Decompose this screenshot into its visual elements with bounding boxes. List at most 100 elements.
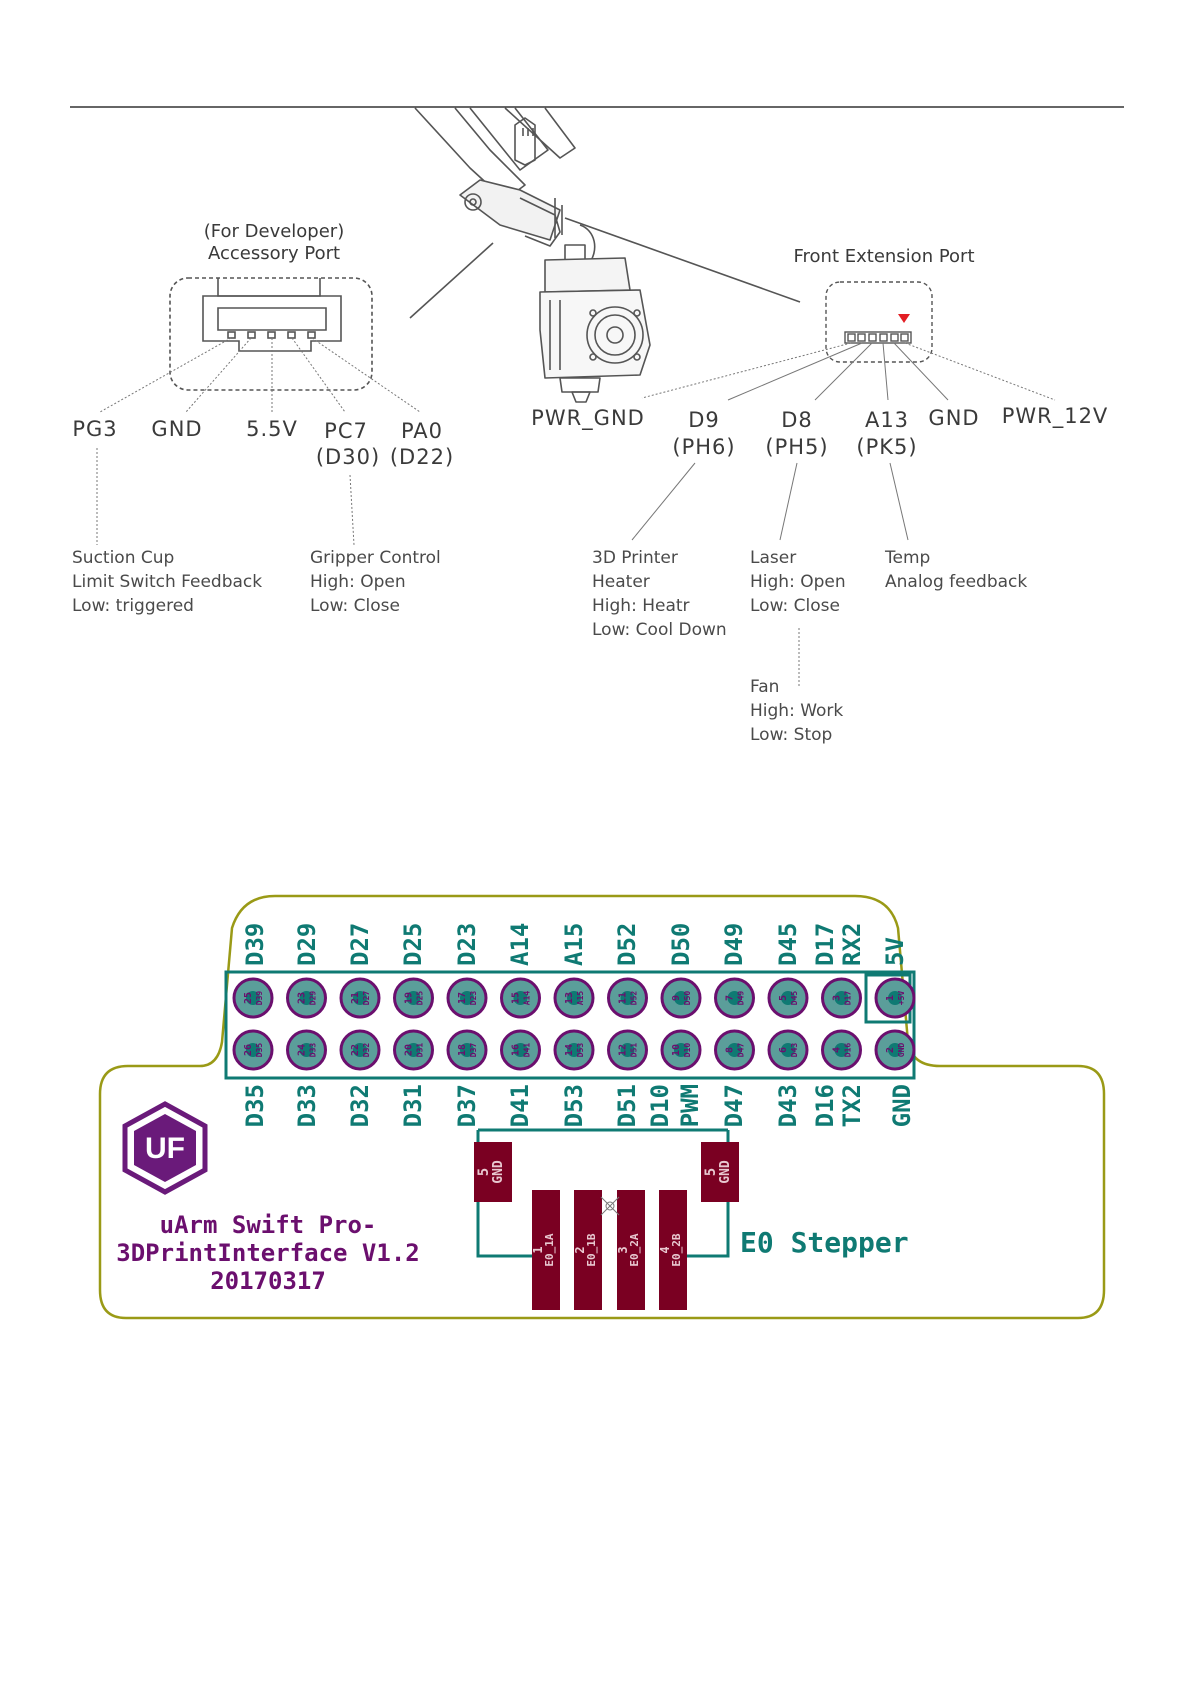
pad-number: 21 xyxy=(350,992,361,1004)
top-label: D29 xyxy=(293,923,321,966)
accessory-leader-lines xyxy=(96,337,421,546)
pad-number: 18 xyxy=(457,1044,468,1056)
pad-number: 10 xyxy=(671,1044,682,1056)
pad-signal: D35 xyxy=(255,1043,264,1058)
pad-number: 24 xyxy=(297,1044,308,1056)
top-label: D25 xyxy=(399,923,427,966)
bottom-label: D10 xyxy=(646,1084,674,1127)
pad-number: 14 xyxy=(564,1044,575,1056)
board-title-line2: 3DPrintInterface V1.2 xyxy=(116,1239,419,1267)
pad-signal: D27 xyxy=(362,991,371,1006)
bottom-label: D16 xyxy=(811,1084,839,1127)
pad-signal: D53 xyxy=(576,1043,585,1058)
bottom-label: PWM xyxy=(676,1084,704,1127)
pad-signal: D16 xyxy=(844,1043,853,1058)
front-pin-pwr-12v: PWR_12V xyxy=(1002,404,1109,429)
front-pin-gnd: GND xyxy=(928,406,979,430)
front-pin-a13-sub: (PK5) xyxy=(856,435,917,459)
bottom-label: D41 xyxy=(506,1084,534,1127)
front-pin-d9: D9 xyxy=(688,408,720,432)
pad-number: 5 xyxy=(778,995,789,1001)
front-pin-d9-sub: (PH6) xyxy=(672,435,735,459)
svg-text:High: Heatr: High: Heatr xyxy=(592,596,690,616)
pad-signal: D31 xyxy=(416,1043,425,1058)
svg-text:Low: Close: Low: Close xyxy=(750,596,840,616)
stepper-pad: 3E0_2A xyxy=(616,1190,645,1310)
pad-signal: D32 xyxy=(362,1043,371,1058)
stepper-pad: 1E0_1A xyxy=(531,1190,560,1310)
pad-signal: GND xyxy=(718,1160,733,1184)
svg-text:Analog feedback: Analog feedback xyxy=(885,572,1027,592)
svg-text:UF: UF xyxy=(145,1132,185,1165)
top-label: D45 xyxy=(774,923,802,966)
pad-signal: D29 xyxy=(309,991,318,1006)
pad-number: 19 xyxy=(404,992,415,1004)
front-pin-a13: A13 xyxy=(865,408,909,432)
accessory-pin-5v5: 5.5V xyxy=(246,417,298,441)
accessory-title-line1: (For Developer) xyxy=(204,221,344,242)
pad-number: 15 xyxy=(511,992,522,1004)
top-label: D17 xyxy=(811,923,839,966)
pad-signal: D45 xyxy=(790,991,799,1006)
pad-number: 5 xyxy=(476,1168,492,1176)
pad-number: 4 xyxy=(832,1047,843,1053)
header-pad: 1+5V xyxy=(874,977,916,1019)
pad-signal: D47 xyxy=(737,1043,746,1058)
top-label: A15 xyxy=(560,923,588,966)
bottom-label: TX2 xyxy=(838,1084,866,1127)
svg-text:High: Open: High: Open xyxy=(750,572,846,592)
pad-signal: A14 xyxy=(523,991,532,1006)
top-label: D52 xyxy=(613,923,641,966)
pad-number: 12 xyxy=(618,1044,629,1056)
pad-signal: D33 xyxy=(309,1043,318,1058)
bottom-label: GND xyxy=(888,1084,916,1127)
accessory-pin-pg3: PG3 xyxy=(72,417,117,441)
pad-number: 13 xyxy=(564,992,575,1004)
pad-number: 2 xyxy=(573,1246,587,1253)
pad-signal: A15 xyxy=(576,991,585,1006)
pad-number: 7 xyxy=(725,995,736,1001)
pad-signal: D50 xyxy=(683,991,692,1006)
front-port-title: Front Extension Port xyxy=(793,246,974,267)
svg-text:Gripper Control: Gripper Control xyxy=(310,548,441,568)
pad-signal: D52 xyxy=(630,991,639,1006)
pad-number: 20 xyxy=(404,1044,415,1056)
board-date: 20170317 xyxy=(210,1267,326,1295)
pad-number: 26 xyxy=(243,1044,254,1056)
bottom-label: D53 xyxy=(560,1084,588,1127)
front-pin-d8: D8 xyxy=(781,408,813,432)
bottom-label: D37 xyxy=(453,1084,481,1127)
svg-text:High: Open: High: Open xyxy=(310,572,406,592)
bottom-label: D32 xyxy=(346,1084,374,1127)
front-pin-pwr-gnd: PWR_GND xyxy=(531,406,645,431)
svg-text:Low: Stop: Low: Stop xyxy=(750,725,832,745)
bottom-label: D47 xyxy=(720,1084,748,1127)
stepper-pad: 2E0_1B xyxy=(573,1190,602,1310)
pad-signal: E0_2B xyxy=(670,1233,683,1266)
note-heater: 3D Printer Heater High: Heatr Low: Cool … xyxy=(592,548,727,640)
svg-text:Fan: Fan xyxy=(750,677,779,697)
note-gripper-control: Gripper Control High: Open Low: Close xyxy=(310,548,441,616)
pad-signal: D25 xyxy=(416,991,425,1006)
pad-number: 6 xyxy=(778,1047,789,1053)
